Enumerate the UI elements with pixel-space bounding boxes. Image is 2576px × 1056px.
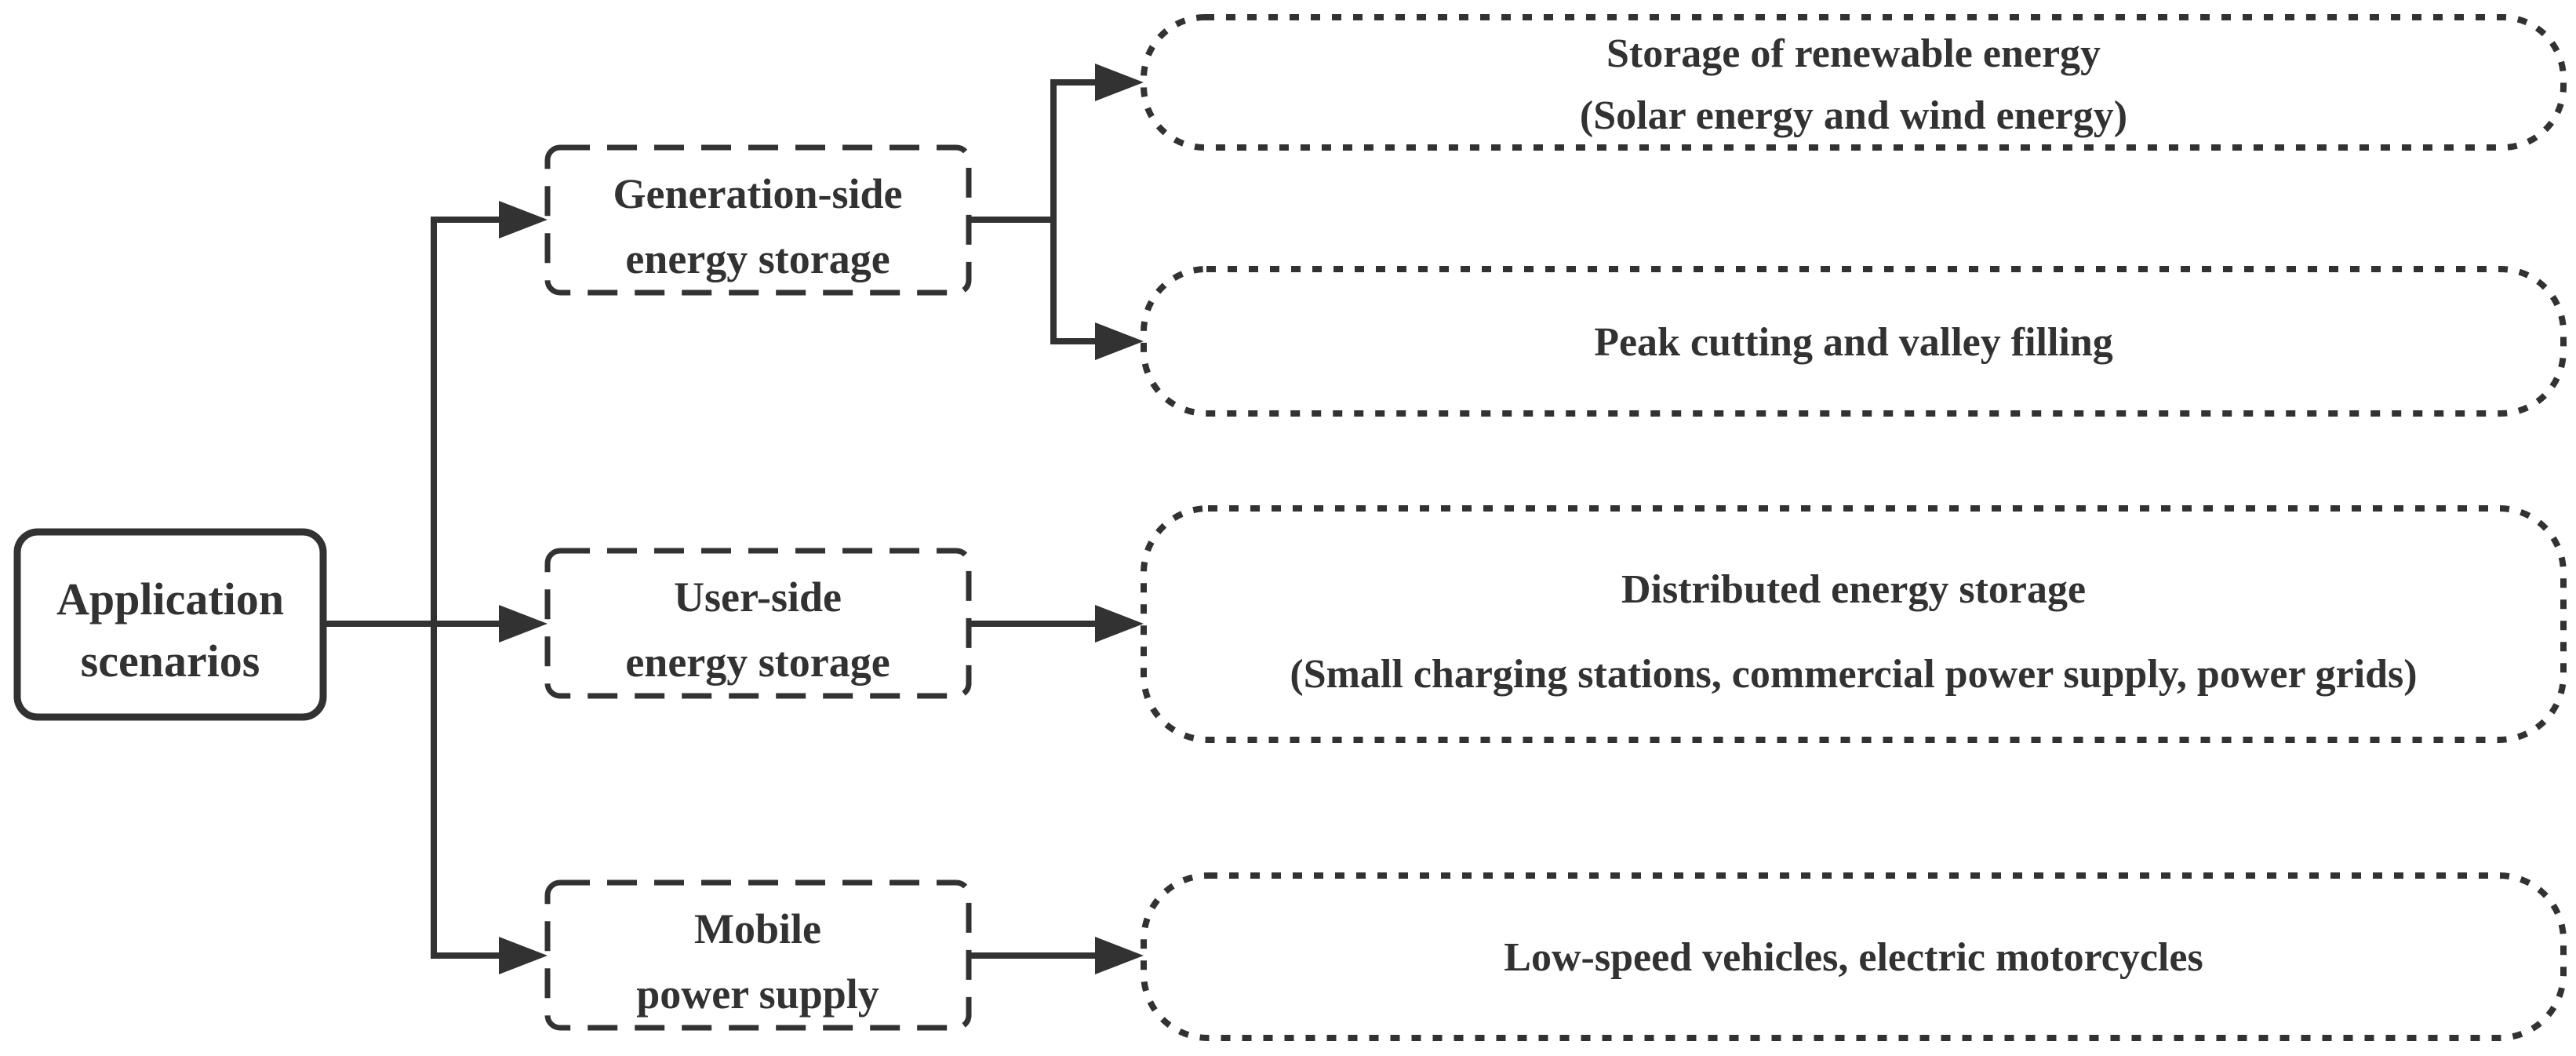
node-storage-renewable: Storage of renewable energy (Solar energ… bbox=[1141, 14, 2567, 151]
node-generation-side-box bbox=[544, 144, 972, 296]
node-user-side: User-side energy storage bbox=[544, 548, 972, 699]
node-mobile-power-supply: Mobile power supply bbox=[544, 879, 972, 1031]
node-mobile-power-supply-label-line2: power supply bbox=[636, 970, 879, 1018]
node-peak-cutting-label-line1: Peak cutting and valley filling bbox=[1594, 320, 2113, 365]
node-distributed-storage-box bbox=[1141, 505, 2567, 743]
node-application-scenarios: Application scenarios bbox=[13, 528, 327, 721]
node-mobile-power-supply-label-line1: Mobile bbox=[694, 905, 821, 952]
node-distributed-storage-label-line2: (Small charging stations, commercial pow… bbox=[1290, 652, 2417, 697]
node-low-speed-vehicles-box bbox=[1141, 872, 2567, 1041]
node-storage-renewable-label-line2: (Solar energy and wind energy) bbox=[1580, 93, 2127, 138]
connector-root-trunk bbox=[431, 217, 499, 959]
arrowhead-to-generation bbox=[499, 201, 548, 239]
node-mobile-power-supply-box bbox=[544, 879, 972, 1031]
arrowhead-to-peak bbox=[1095, 322, 1144, 360]
arrowhead-to-lowspeed bbox=[1095, 937, 1144, 974]
node-user-side-label-line1: User-side bbox=[674, 574, 842, 621]
arrowhead-to-user bbox=[499, 605, 548, 643]
node-storage-renewable-box bbox=[1141, 14, 2567, 151]
arrowhead-to-mobile bbox=[499, 937, 548, 974]
node-generation-side: Generation-side energy storage bbox=[544, 144, 972, 296]
node-user-side-box bbox=[544, 548, 972, 699]
node-application-scenarios-label-line2: scenarios bbox=[81, 635, 260, 686]
node-distributed-storage-label-line1: Distributed energy storage bbox=[1621, 567, 2086, 612]
node-generation-side-label-line1: Generation-side bbox=[613, 170, 903, 217]
node-peak-cutting: Peak cutting and valley filling bbox=[1141, 266, 2567, 417]
arrowhead-to-renewable bbox=[1095, 64, 1144, 101]
node-peak-cutting-box bbox=[1141, 266, 2567, 417]
node-low-speed-vehicles-label-line1: Low-speed vehicles, electric motorcycles bbox=[1504, 935, 2203, 980]
node-application-scenarios-box bbox=[13, 528, 327, 721]
arrowhead-to-distributed bbox=[1095, 605, 1144, 643]
node-storage-renewable-label-line1: Storage of renewable energy bbox=[1606, 31, 2101, 76]
connector-generation-split bbox=[1050, 79, 1095, 344]
node-distributed-storage: Distributed energy storage (Small chargi… bbox=[1141, 505, 2567, 743]
node-generation-side-label-line2: energy storage bbox=[625, 235, 890, 282]
connectors bbox=[322, 64, 1144, 974]
node-user-side-label-line2: energy storage bbox=[625, 639, 890, 686]
node-low-speed-vehicles: Low-speed vehicles, electric motorcycles bbox=[1141, 872, 2567, 1041]
node-application-scenarios-label-line1: Application bbox=[56, 574, 284, 624]
